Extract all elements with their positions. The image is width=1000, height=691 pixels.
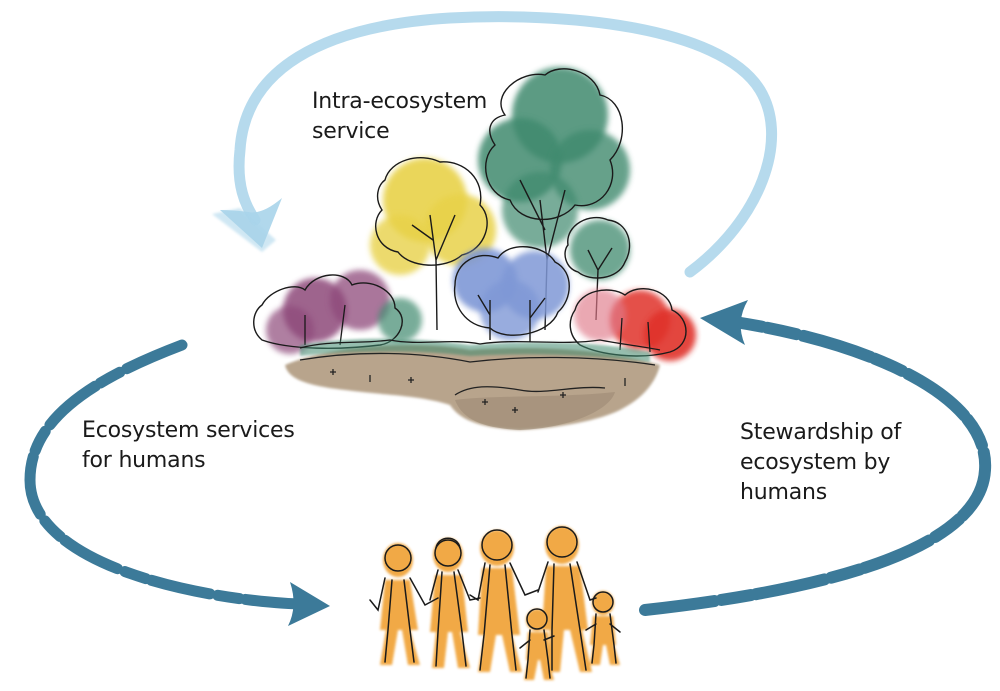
people-group-illustration	[369, 526, 621, 680]
tree-blue	[453, 245, 570, 342]
label-stewardship-of-ecosystem: Stewardship of ecosystem by humans	[740, 420, 902, 505]
shrub-red	[569, 287, 696, 361]
label-ecosystem-services-for-humans: Ecosystem services for humans	[82, 418, 295, 473]
intra-ecosystem-arrow	[212, 11, 778, 278]
shrub-purple	[253, 270, 422, 354]
forest-illustration	[253, 67, 696, 430]
tree-yellow	[370, 157, 496, 331]
tree-green-small	[564, 216, 631, 321]
label-intra-ecosystem-service: Intra-ecosystem service	[312, 89, 488, 144]
stewardship-arrow	[639, 300, 992, 616]
ecosystem-services-arrow	[24, 339, 330, 626]
soil-ground	[285, 345, 660, 430]
tree-green-tall	[478, 67, 630, 331]
